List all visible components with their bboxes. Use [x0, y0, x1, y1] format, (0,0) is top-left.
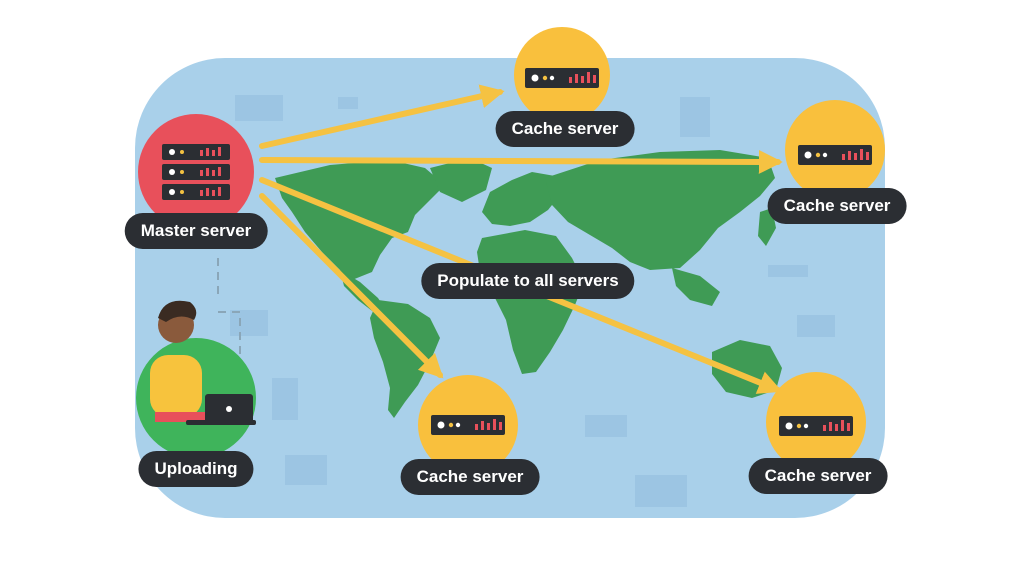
europe	[482, 172, 560, 226]
cache-server-label-bottom-center: Cache server	[400, 459, 540, 495]
upload-connector	[217, 258, 241, 370]
cache-icons	[431, 68, 872, 436]
cache-server-label-top-center: Cache server	[495, 111, 635, 147]
asia	[545, 150, 775, 270]
populate-label: Populate to all servers	[421, 263, 635, 299]
person-laptop-icon	[150, 300, 256, 425]
server-unit-icon	[431, 415, 505, 435]
server-unit-icon	[779, 416, 853, 436]
arrow-to-cache-top-center	[259, 84, 505, 149]
cache-server-label-top-right: Cache server	[767, 188, 907, 224]
central-america	[340, 270, 386, 314]
connection-arrows	[259, 84, 783, 394]
south-america	[370, 300, 440, 418]
server-unit-icon	[798, 145, 872, 165]
background-tiles	[230, 95, 835, 507]
southeast-asia	[672, 268, 720, 306]
arrow-to-cache-top-right	[259, 149, 783, 174]
arrow-to-cache-bottom-center	[259, 193, 444, 379]
greenland	[430, 158, 492, 202]
master-server-label: Master server	[124, 213, 268, 249]
server-unit-icon	[525, 68, 599, 88]
server-rack-icon	[162, 144, 230, 200]
cache-server-label-bottom-right: Cache server	[748, 458, 888, 494]
uploading-label: Uploading	[138, 451, 254, 487]
